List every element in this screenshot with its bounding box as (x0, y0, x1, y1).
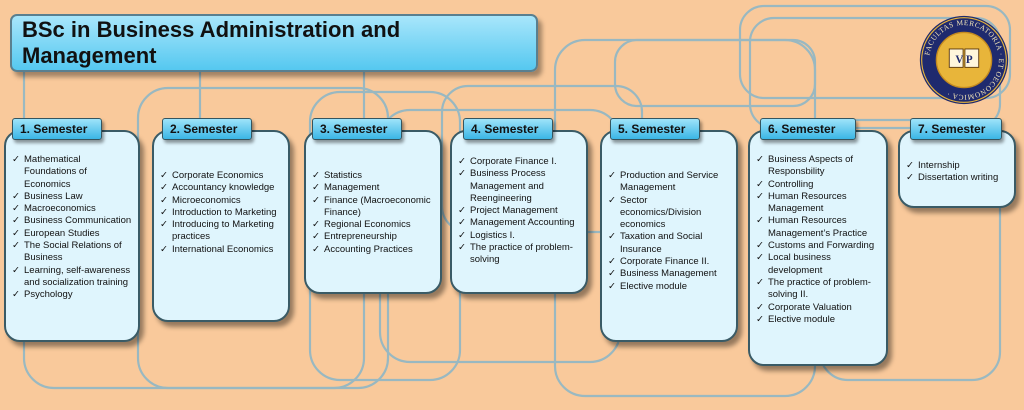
course-item: Corporate Finance I. (458, 156, 580, 169)
semester-5-course-list: Production and Service Management Sector… (608, 170, 730, 293)
course-item: Accounting Practices (312, 244, 434, 257)
semester-2-course-list: Corporate Economics Accountancy knowledg… (160, 170, 282, 256)
semester-card-5: Production and Service Management Sector… (600, 130, 738, 342)
semester-tab-1: 1. Semester (12, 118, 102, 140)
course-item: Mathematical Foundations of Economics (12, 154, 132, 191)
course-item: Regional Economics (312, 219, 434, 232)
course-item: Business Process Management and Reengine… (458, 168, 580, 205)
course-item: Introducing to Marketing practices (160, 219, 282, 244)
semester-tab-3: 3. Semester (312, 118, 402, 140)
course-item: Accountancy knowledge (160, 182, 282, 195)
course-item: Taxation and Social Insurance (608, 231, 730, 256)
semester-card-3: Statistics Management Finance (Macroecon… (304, 130, 442, 294)
semester-6-course-list: Business Aspects of Responsbility Contro… (756, 154, 880, 326)
course-item: European Studies (12, 228, 132, 241)
course-item: Psychology (12, 289, 132, 302)
course-item: Human Resources Management’s Practice (756, 215, 880, 240)
semester-3-course-list: Statistics Management Finance (Macroecon… (312, 170, 434, 256)
course-item: Corporate Finance II. (608, 256, 730, 269)
course-item: Learning, self-awareness and socializati… (12, 265, 132, 290)
course-item: Sector economics/Division economics (608, 195, 730, 232)
faculty-seal-logo: FACULTAS MERCATORIA · ET OECONOMICA · V … (919, 15, 1009, 105)
semester-4-course-list: Corporate Finance I. Business Process Ma… (458, 156, 580, 267)
semester-tab-2: 2. Semester (162, 118, 252, 140)
seal-initials: V P (955, 54, 973, 66)
course-item: Management (312, 182, 434, 195)
course-item: Corporate Valuation (756, 302, 880, 315)
semester-card-4: Corporate Finance I. Business Process Ma… (450, 130, 588, 294)
course-item: Business Management (608, 268, 730, 281)
course-item: Business Law (12, 191, 132, 204)
semester-card-1: Mathematical Foundations of Economics Bu… (4, 130, 140, 342)
course-item: Macroeconomics (12, 203, 132, 216)
course-item: Elective module (608, 281, 730, 294)
course-item: Elective module (756, 314, 880, 327)
semester-tab-5: 5. Semester (610, 118, 700, 140)
course-item: Controlling (756, 179, 880, 192)
course-item: Internship (906, 160, 1008, 173)
semester-1-course-list: Mathematical Foundations of Economics Bu… (12, 154, 132, 302)
course-item: Project Management (458, 205, 580, 218)
course-item: Customs and Forwarding (756, 240, 880, 253)
course-item: The practice of problem-solving II. (756, 277, 880, 302)
semester-card-6: Business Aspects of Responsbility Contro… (748, 130, 888, 366)
course-item: Microeconomics (160, 195, 282, 208)
semester-tab-6: 6. Semester (760, 118, 856, 140)
course-item: Entrepreneurship (312, 231, 434, 244)
page-title-box: BSc in Business Administration and Manag… (10, 14, 538, 72)
course-item: International Economics (160, 244, 282, 257)
course-item: Production and Service Management (608, 170, 730, 195)
course-item: Management Accounting (458, 217, 580, 230)
course-item: Business Aspects of Responsbility (756, 154, 880, 179)
course-item: Human Resources Management (756, 191, 880, 216)
course-item: The practice of problem-solving (458, 242, 580, 267)
course-item: Finance (Macroeconomic Finance) (312, 195, 434, 220)
page-title: BSc in Business Administration and Manag… (22, 17, 401, 68)
course-item: Dissertation writing (906, 172, 1008, 185)
semester-card-7: Internship Dissertation writing (898, 130, 1016, 208)
semester-card-2: Corporate Economics Accountancy knowledg… (152, 130, 290, 322)
course-item: Corporate Economics (160, 170, 282, 183)
course-item: Statistics (312, 170, 434, 183)
semester-tab-7: 7. Semester (910, 118, 1002, 140)
course-item: Logistics I. (458, 230, 580, 243)
course-item: Introduction to Marketing (160, 207, 282, 220)
semester-tab-4: 4. Semester (463, 118, 553, 140)
course-item: Local business development (756, 252, 880, 277)
course-item: The Social Relations of Business (12, 240, 132, 265)
course-item: Business Communication (12, 215, 132, 228)
semester-7-course-list: Internship Dissertation writing (906, 160, 1008, 185)
